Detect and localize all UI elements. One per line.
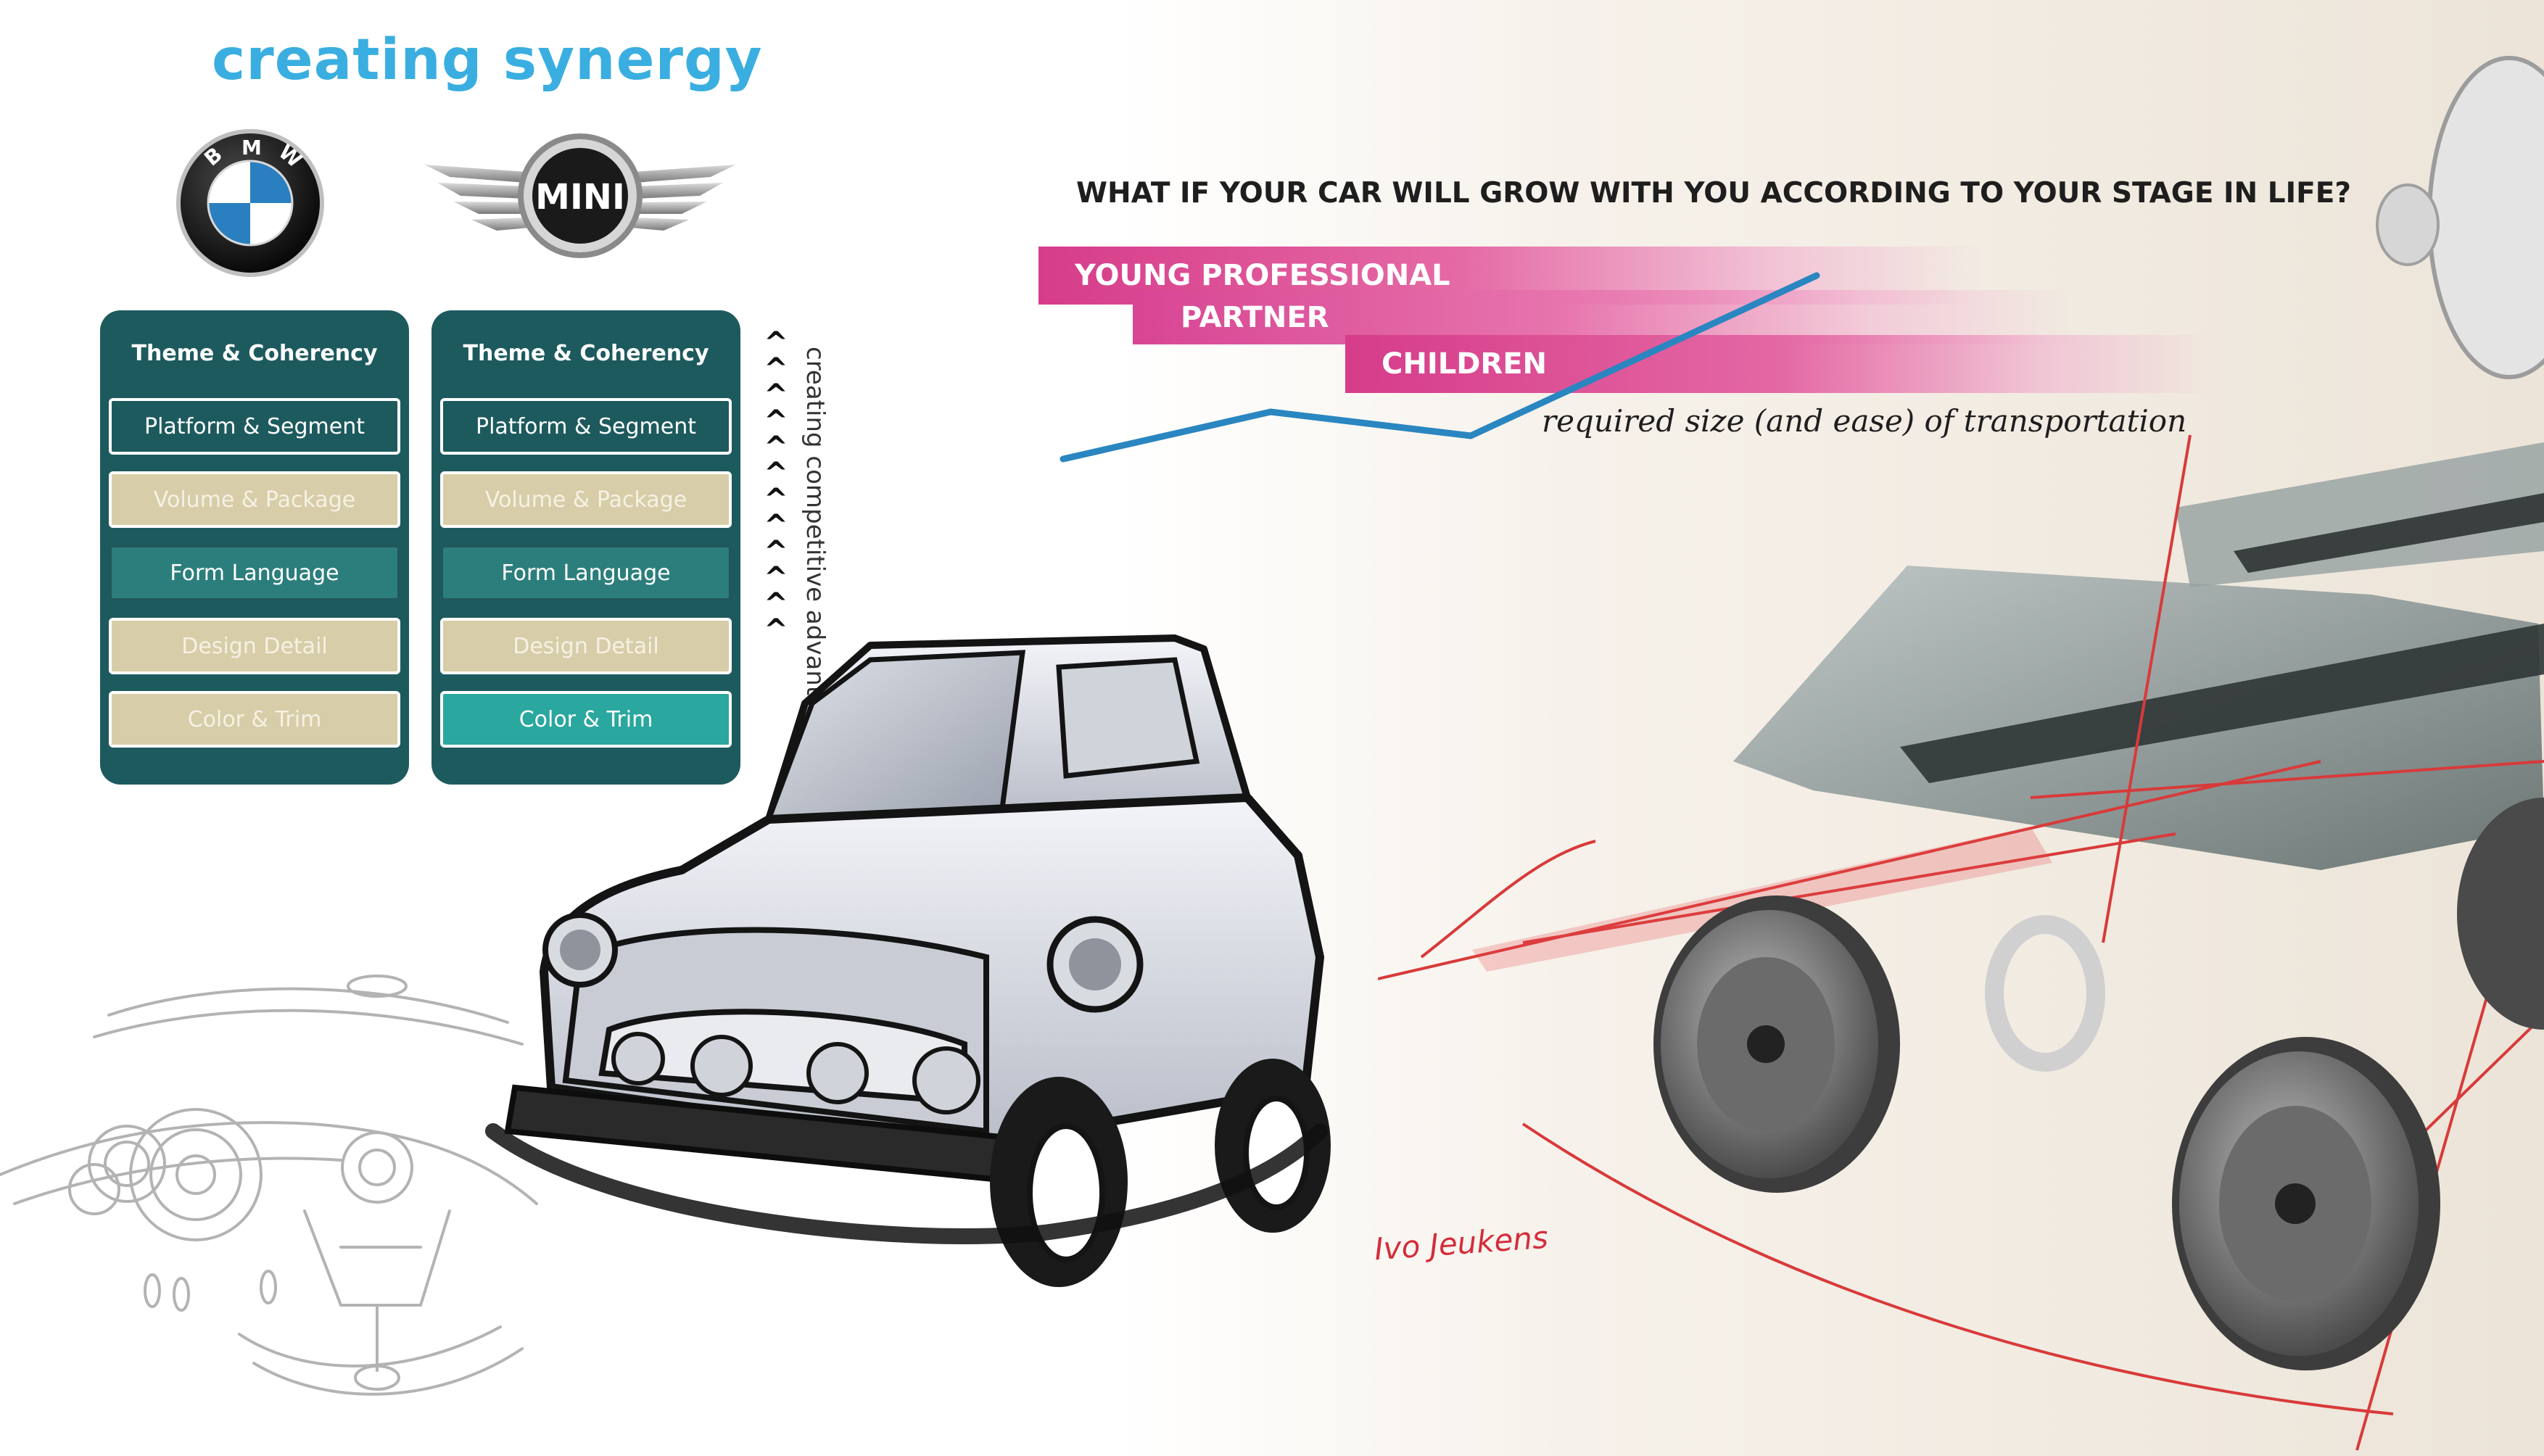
classic-mini-sketch (485, 634, 1331, 1287)
page-title: creating synergy (212, 28, 763, 93)
chevron-up-icon: ^ (764, 613, 788, 647)
chevron-up-icon: ^ (764, 483, 788, 516)
chevron-up-icon: ^ (764, 457, 788, 490)
mini-logo: MINI (424, 133, 736, 258)
chevron-up-icon: ^ (764, 561, 788, 595)
chevron-up-icon: ^ (764, 352, 788, 386)
chevron-up-icon: ^ (764, 509, 788, 542)
panel-item-form-language: Form Language (109, 545, 400, 601)
chevron-up-icon: ^ (764, 326, 788, 360)
interior-sketch (0, 975, 538, 1396)
panel-item-design-detail: Design Detail (109, 618, 400, 674)
concept-car-sketch (1378, 56, 2544, 1451)
chevron-up-icon: ^ (764, 431, 788, 464)
panel-item-platform-segment: Platform & Segment (440, 398, 732, 455)
panel-header: Theme & Coherency (463, 341, 709, 366)
bmw-design-panel: Theme & Coherency Platform & Segment Vol… (100, 310, 409, 785)
panel-item-volume-package: Volume & Package (109, 471, 400, 528)
chevron-up-icon: ^ (764, 535, 788, 568)
advantage-chevrons: ^ ^ ^ ^ ^ ^ ^ ^ ^ ^ ^ ^ (760, 326, 792, 647)
panel-header: Theme & Coherency (131, 341, 378, 366)
panel-item-form-language: Form Language (440, 545, 732, 601)
mini-logo-text: MINI (535, 177, 625, 218)
bmw-logo: B M W (176, 129, 324, 277)
bmw-logo-letter-m: M (241, 136, 262, 160)
mini-design-panel: Theme & Coherency Platform & Segment Vol… (431, 310, 740, 785)
chevron-up-icon: ^ (764, 379, 788, 412)
trend-caption: required size (and ease) of transportati… (1542, 403, 2187, 439)
life-stage-question: WHAT IF YOUR CAR WILL GROW WITH YOU ACCO… (1076, 177, 2352, 210)
panel-item-color-trim: Color & Trim (109, 691, 400, 748)
panel-item-design-detail: Design Detail (440, 618, 732, 674)
panel-item-platform-segment: Platform & Segment (109, 398, 400, 455)
panel-item-volume-package: Volume & Package (440, 471, 732, 528)
chevron-up-icon: ^ (764, 587, 788, 621)
panel-item-color-trim: Color & Trim (440, 691, 732, 748)
chevron-up-icon: ^ (764, 405, 788, 438)
